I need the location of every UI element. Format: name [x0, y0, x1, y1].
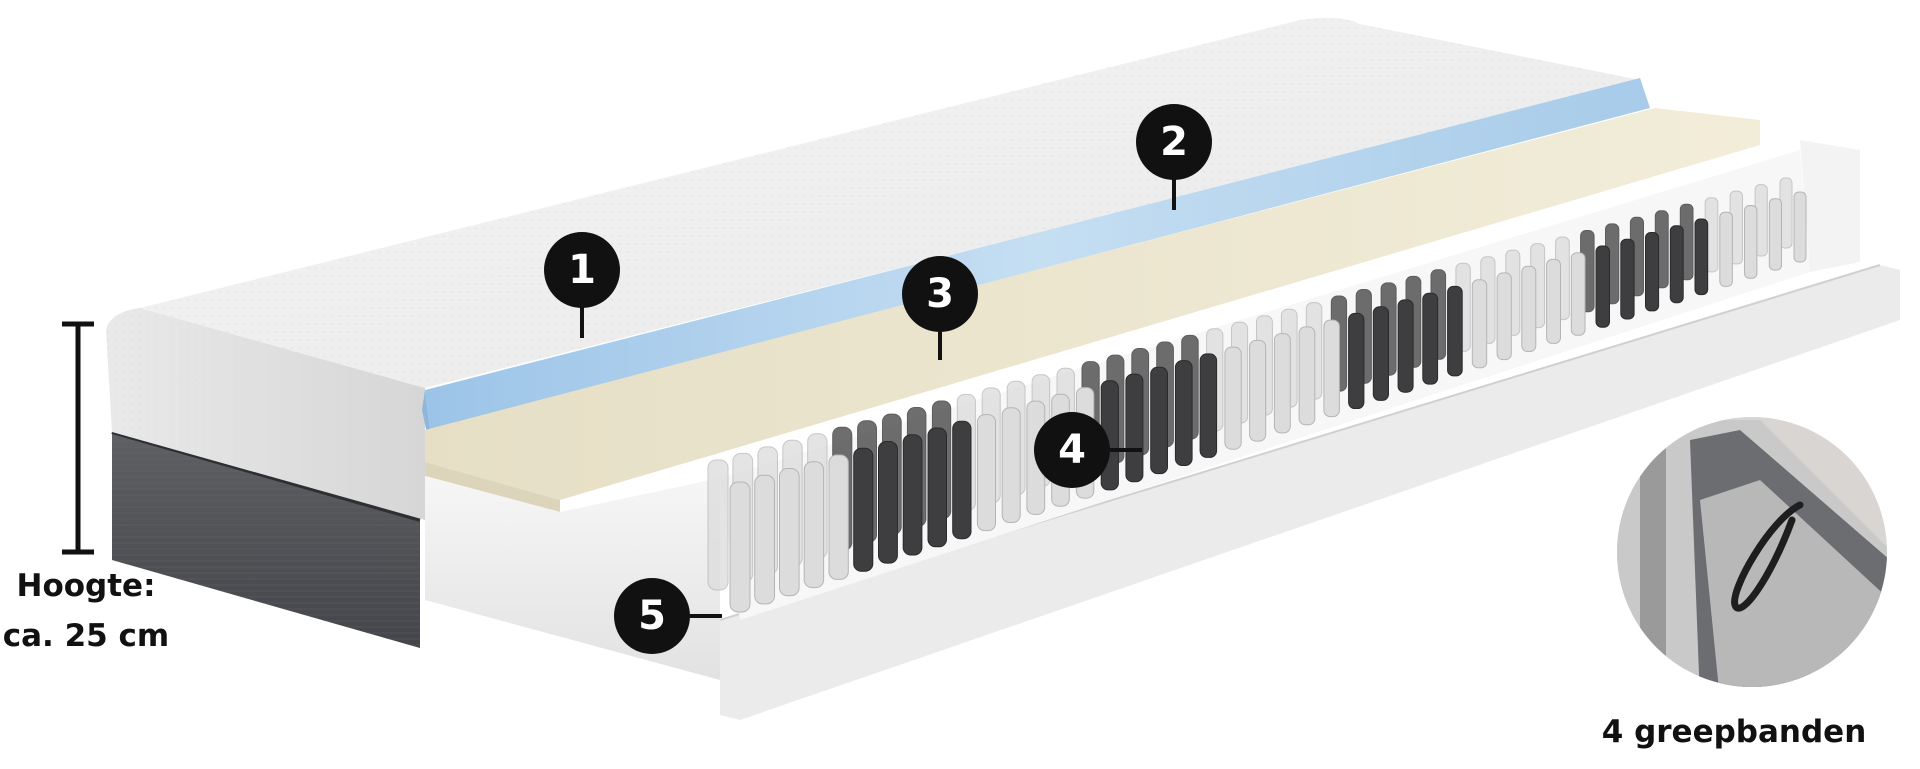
pocket-spring [754, 474, 776, 605]
pocket-spring [1496, 272, 1512, 361]
pocket-spring [1570, 252, 1586, 336]
pocket-spring [1001, 407, 1021, 523]
height-label-line1: Hoogte: [17, 568, 156, 604]
pocket-spring [1768, 198, 1783, 271]
callout-1: 1 [544, 232, 620, 308]
pocket-spring [1273, 333, 1291, 434]
pocket-spring [828, 454, 849, 580]
pocket-spring [1323, 319, 1340, 418]
callout-5-number: 5 [638, 593, 666, 639]
pocket-spring [878, 441, 898, 564]
pocket-spring [1620, 238, 1635, 320]
pocket-spring [1694, 218, 1709, 296]
pocket-spring [976, 414, 997, 532]
pocket-spring [1546, 258, 1561, 344]
pocket-spring [1521, 265, 1537, 353]
foam-frame-end [425, 476, 720, 680]
callout-2-number: 2 [1160, 119, 1188, 165]
pocket-spring [1249, 339, 1267, 442]
pocket-spring [1422, 292, 1439, 385]
pocket-spring [1471, 279, 1488, 369]
pocket-spring [729, 481, 751, 613]
pocket-spring [1298, 326, 1316, 426]
callout-2: 2 [1136, 104, 1212, 180]
callout-5: 5 [614, 578, 690, 654]
callout-4-number: 4 [1058, 427, 1086, 473]
handle-detail-inset [1615, 415, 1889, 689]
pocket-spring [927, 427, 947, 548]
pocket-spring [1174, 360, 1193, 467]
pocket-spring [1348, 312, 1365, 409]
height-label-line2: ca. 25 cm [3, 618, 169, 654]
pocket-spring [1669, 225, 1684, 304]
foam-frame-side [720, 265, 1900, 720]
pocket-spring [1645, 232, 1660, 312]
inset-caption: 4 greepbanden [1602, 714, 1867, 750]
pocket-spring [779, 468, 800, 597]
pocket-spring [1719, 211, 1733, 287]
pocket-spring [1199, 353, 1218, 458]
pocket-spring [1744, 205, 1758, 279]
callout-3-number: 3 [926, 271, 954, 317]
pocket-spring [803, 461, 825, 589]
pocket-spring [1372, 306, 1390, 401]
gel-foam-layer [425, 78, 1650, 430]
pocket-spring [952, 420, 972, 540]
handle-strap-icon [1731, 501, 1804, 612]
callout-4: 4 [1034, 412, 1110, 488]
comfort-foam-layer [425, 108, 1760, 500]
pocket-spring [1447, 285, 1463, 377]
pocket-spring [902, 434, 923, 556]
pocket-spring [1150, 366, 1168, 475]
pocket-spring [1125, 373, 1144, 483]
pocket-spring [1397, 299, 1414, 393]
pocket-spring [1595, 245, 1610, 328]
pocket-spring [1224, 346, 1242, 450]
pocket-spring [1793, 191, 1807, 263]
pocket-spring [853, 447, 874, 572]
foam-frame-far-end [1800, 140, 1860, 272]
callout-1-number: 1 [568, 247, 596, 293]
callout-3: 3 [902, 256, 978, 332]
height-indicator [62, 321, 94, 555]
pocket-spring [707, 459, 729, 591]
